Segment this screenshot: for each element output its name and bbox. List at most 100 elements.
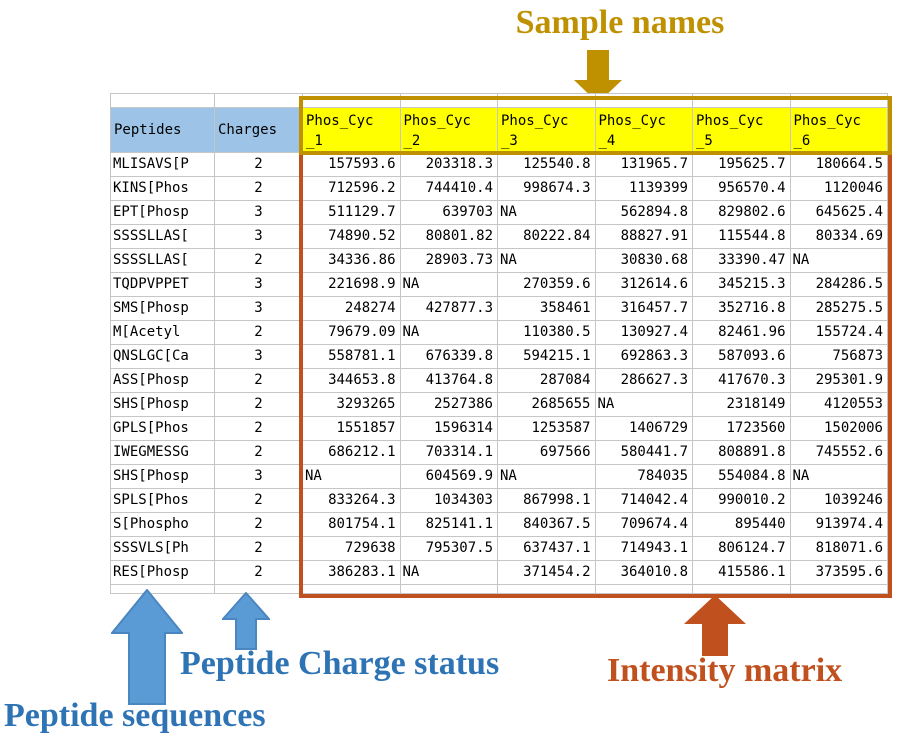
intensity-cell[interactable]: 30830.68 bbox=[595, 249, 693, 273]
peptide-cell[interactable]: TQDPVPPET bbox=[110, 273, 215, 297]
intensity-cell[interactable]: 33390.47 bbox=[693, 249, 791, 273]
intensity-cell[interactable]: 110380.5 bbox=[498, 321, 596, 345]
intensity-cell[interactable]: 2318149 bbox=[693, 393, 791, 417]
intensity-cell[interactable]: 703314.1 bbox=[400, 441, 498, 465]
intensity-cell[interactable]: 80222.84 bbox=[498, 225, 596, 249]
sample-header-cell[interactable]: Phos_Cyc _5 bbox=[693, 108, 791, 153]
intensity-cell[interactable]: 286627.3 bbox=[595, 369, 693, 393]
intensity-cell[interactable]: 1120046 bbox=[790, 177, 888, 201]
charge-cell[interactable]: 2 bbox=[215, 321, 303, 345]
intensity-cell[interactable]: 637437.1 bbox=[498, 537, 596, 561]
intensity-cell[interactable]: 352716.8 bbox=[693, 297, 791, 321]
sample-header-cell[interactable]: Phos_Cyc _4 bbox=[595, 108, 693, 153]
intensity-cell[interactable]: 155724.4 bbox=[790, 321, 888, 345]
intensity-cell[interactable]: 829802.6 bbox=[693, 201, 791, 225]
intensity-cell[interactable]: 34336.86 bbox=[303, 249, 401, 273]
peptide-cell[interactable]: SPLS[Phos bbox=[110, 489, 215, 513]
intensity-cell[interactable]: NA bbox=[790, 249, 888, 273]
intensity-cell[interactable]: 358461 bbox=[498, 297, 596, 321]
intensity-cell[interactable]: 562894.8 bbox=[595, 201, 693, 225]
intensity-cell[interactable]: 88827.91 bbox=[595, 225, 693, 249]
intensity-cell[interactable]: 744410.4 bbox=[400, 177, 498, 201]
intensity-cell[interactable]: 1596314 bbox=[400, 417, 498, 441]
intensity-cell[interactable]: 2685655 bbox=[498, 393, 596, 417]
intensity-cell[interactable]: 386283.1 bbox=[303, 561, 401, 585]
intensity-cell[interactable]: 990010.2 bbox=[693, 489, 791, 513]
peptide-cell[interactable]: SSSSLLAS[ bbox=[110, 225, 215, 249]
charge-cell[interactable]: 2 bbox=[215, 441, 303, 465]
intensity-cell[interactable]: 312614.6 bbox=[595, 273, 693, 297]
peptide-cell[interactable]: MLISAVS[P bbox=[110, 153, 215, 177]
intensity-cell[interactable]: 784035 bbox=[595, 465, 693, 489]
intensity-cell[interactable]: 115544.8 bbox=[693, 225, 791, 249]
intensity-cell[interactable]: 417670.3 bbox=[693, 369, 791, 393]
intensity-cell[interactable]: 709674.4 bbox=[595, 513, 693, 537]
intensity-cell[interactable]: 413764.8 bbox=[400, 369, 498, 393]
intensity-cell[interactable]: 686212.1 bbox=[303, 441, 401, 465]
peptide-cell[interactable]: RES[Phosp bbox=[110, 561, 215, 585]
intensity-cell[interactable]: 1406729 bbox=[595, 417, 693, 441]
intensity-cell[interactable]: 1034303 bbox=[400, 489, 498, 513]
intensity-cell[interactable]: 284286.5 bbox=[790, 273, 888, 297]
charge-cell[interactable]: 3 bbox=[215, 465, 303, 489]
intensity-cell[interactable]: NA bbox=[400, 561, 498, 585]
intensity-cell[interactable]: 956570.4 bbox=[693, 177, 791, 201]
intensity-cell[interactable]: 345215.3 bbox=[693, 273, 791, 297]
intensity-cell[interactable]: NA bbox=[400, 321, 498, 345]
peptide-cell[interactable]: KINS[Phos bbox=[110, 177, 215, 201]
intensity-cell[interactable]: 3293265 bbox=[303, 393, 401, 417]
intensity-cell[interactable]: 745552.6 bbox=[790, 441, 888, 465]
intensity-cell[interactable]: 587093.6 bbox=[693, 345, 791, 369]
intensity-cell[interactable]: 645625.4 bbox=[790, 201, 888, 225]
intensity-cell[interactable]: 795307.5 bbox=[400, 537, 498, 561]
intensity-cell[interactable]: 692863.3 bbox=[595, 345, 693, 369]
peptide-cell[interactable]: M[Acetyl bbox=[110, 321, 215, 345]
peptide-cell[interactable]: QNSLGC[Ca bbox=[110, 345, 215, 369]
intensity-cell[interactable]: 80334.69 bbox=[790, 225, 888, 249]
intensity-cell[interactable]: 756873 bbox=[790, 345, 888, 369]
peptide-cell[interactable]: S[Phospho bbox=[110, 513, 215, 537]
intensity-cell[interactable]: 825141.1 bbox=[400, 513, 498, 537]
column-header-charges[interactable]: Charges bbox=[215, 108, 303, 153]
sample-header-cell[interactable]: Phos_Cyc _6 bbox=[790, 108, 888, 153]
intensity-cell[interactable]: 801754.1 bbox=[303, 513, 401, 537]
intensity-cell[interactable]: NA bbox=[498, 201, 596, 225]
intensity-cell[interactable]: 270359.6 bbox=[498, 273, 596, 297]
intensity-cell[interactable]: NA bbox=[498, 465, 596, 489]
intensity-cell[interactable]: 130927.4 bbox=[595, 321, 693, 345]
charge-cell[interactable]: 3 bbox=[215, 273, 303, 297]
intensity-cell[interactable]: 287084 bbox=[498, 369, 596, 393]
charge-cell[interactable]: 2 bbox=[215, 489, 303, 513]
intensity-cell[interactable]: 2527386 bbox=[400, 393, 498, 417]
intensity-cell[interactable]: 714943.1 bbox=[595, 537, 693, 561]
intensity-cell[interactable]: 221698.9 bbox=[303, 273, 401, 297]
intensity-cell[interactable]: 913974.4 bbox=[790, 513, 888, 537]
intensity-cell[interactable]: 580441.7 bbox=[595, 441, 693, 465]
intensity-cell[interactable]: 1253587 bbox=[498, 417, 596, 441]
intensity-cell[interactable]: 295301.9 bbox=[790, 369, 888, 393]
intensity-cell[interactable]: 604569.9 bbox=[400, 465, 498, 489]
intensity-cell[interactable]: 415586.1 bbox=[693, 561, 791, 585]
charge-cell[interactable]: 2 bbox=[215, 369, 303, 393]
intensity-cell[interactable]: 806124.7 bbox=[693, 537, 791, 561]
intensity-cell[interactable]: 373595.6 bbox=[790, 561, 888, 585]
intensity-cell[interactable]: 28903.73 bbox=[400, 249, 498, 273]
intensity-cell[interactable]: 285275.5 bbox=[790, 297, 888, 321]
peptide-cell[interactable]: IWEGMESSG bbox=[110, 441, 215, 465]
intensity-cell[interactable]: 554084.8 bbox=[693, 465, 791, 489]
intensity-cell[interactable]: NA bbox=[400, 273, 498, 297]
intensity-cell[interactable]: 1502006 bbox=[790, 417, 888, 441]
intensity-cell[interactable]: 131965.7 bbox=[595, 153, 693, 177]
intensity-cell[interactable]: 180664.5 bbox=[790, 153, 888, 177]
peptide-cell[interactable]: GPLS[Phos bbox=[110, 417, 215, 441]
sample-header-cell[interactable]: Phos_Cyc _3 bbox=[498, 108, 596, 153]
intensity-cell[interactable]: NA bbox=[790, 465, 888, 489]
sample-header-cell[interactable]: Phos_Cyc _1 bbox=[303, 108, 401, 153]
intensity-cell[interactable]: 895440 bbox=[693, 513, 791, 537]
peptide-cell[interactable]: SSSSLLAS[ bbox=[110, 249, 215, 273]
intensity-cell[interactable]: 594215.1 bbox=[498, 345, 596, 369]
charge-cell[interactable]: 3 bbox=[215, 297, 303, 321]
peptide-cell[interactable]: SMS[Phosp bbox=[110, 297, 215, 321]
intensity-cell[interactable]: 1723560 bbox=[693, 417, 791, 441]
charge-cell[interactable]: 3 bbox=[215, 345, 303, 369]
